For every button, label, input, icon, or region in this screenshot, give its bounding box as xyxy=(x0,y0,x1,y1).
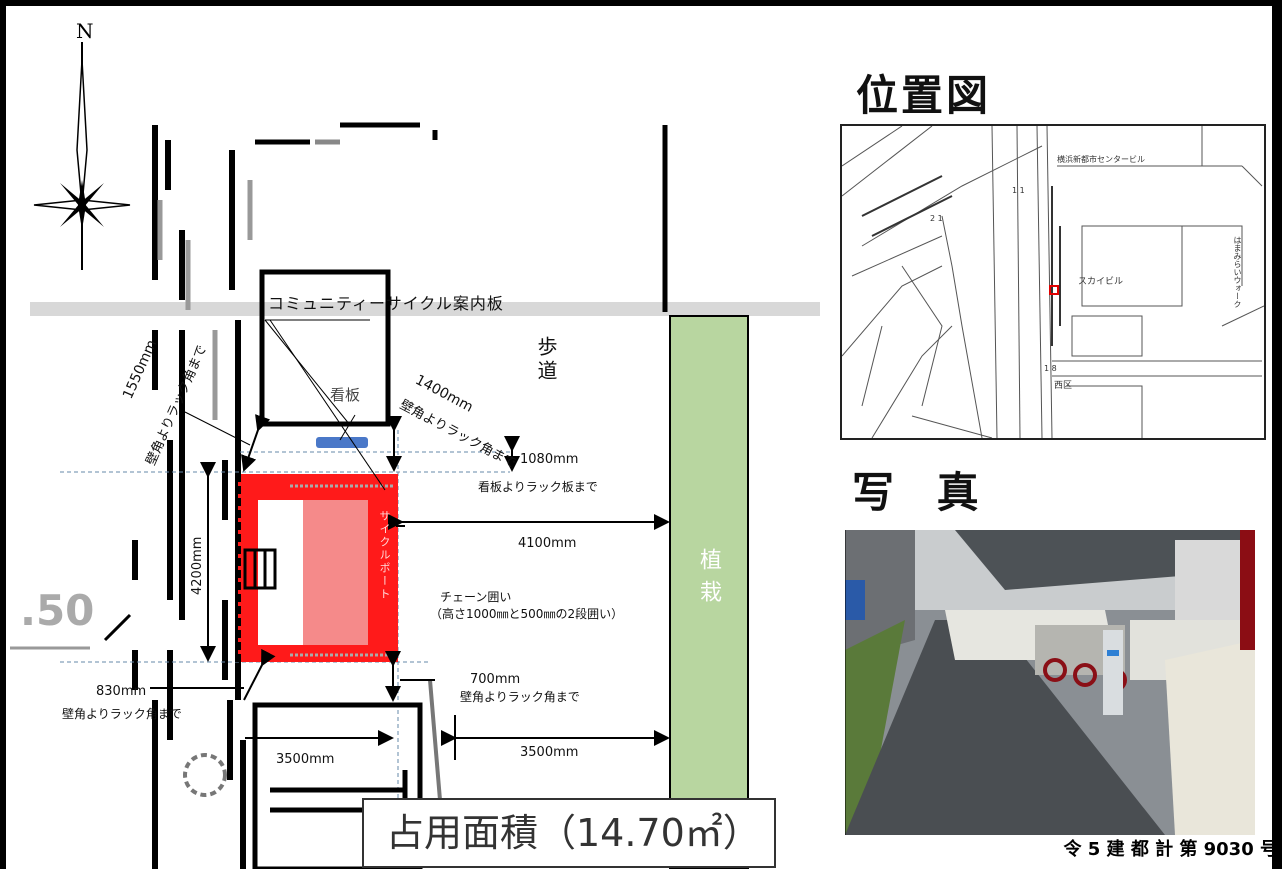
dim-830: 830mm xyxy=(96,684,147,699)
north-label: N xyxy=(76,19,94,43)
location-map: 横浜新都市センタービル スカイビル 西区 はまみらいウォーク 1 1 2 1 1… xyxy=(840,124,1266,440)
reference-number: 令 5 建 都 計 第 9030 号 xyxy=(1063,839,1279,860)
photo-title: 写 真 xyxy=(852,468,993,517)
map-label-street: はまみらいウォーク xyxy=(1233,236,1242,308)
signboard-label: コミュニティーサイクル案内板 xyxy=(268,294,504,313)
map-label-sky-building: スカイビル xyxy=(1078,277,1124,287)
port-label: サイクルポート xyxy=(378,510,391,601)
road-band xyxy=(30,302,820,316)
location-marker-icon xyxy=(1049,285,1059,295)
site-photo-image xyxy=(844,530,1255,835)
map-label-num2: 2 1 xyxy=(930,214,943,223)
location-map-drawing xyxy=(841,125,1265,439)
site-plan: N .50 xyxy=(10,19,820,869)
chain-line2: （高さ1000㎜と500㎜の2段囲い） xyxy=(430,607,624,621)
faded-text: .50 xyxy=(20,586,94,635)
dim-700-note: 壁角よりラック角まで xyxy=(460,690,580,704)
signboard-building xyxy=(259,269,391,427)
sign-bar xyxy=(316,437,368,448)
dim-830-note: 壁角よりラック角まで xyxy=(62,707,182,721)
site-photo xyxy=(844,530,1255,835)
occupied-area-box: 占用面積（14.70㎡） xyxy=(362,798,776,868)
dim-700: 700mm xyxy=(470,672,521,687)
dim-3500-right: 3500mm xyxy=(520,745,579,760)
dim-4200: 4200mm xyxy=(190,536,205,595)
map-label-ward: 西区 xyxy=(1054,381,1073,391)
chain-line1: チェーン囲い xyxy=(440,590,512,604)
north-arrow-icon xyxy=(33,42,131,270)
dim-3500-left: 3500mm xyxy=(276,752,335,767)
sign-label: 看板 xyxy=(330,386,361,404)
map-label-num3: 1 8 xyxy=(1044,364,1057,373)
planting-strip xyxy=(669,315,749,869)
planting-label: 植栽 xyxy=(696,548,721,612)
left-wall-lines xyxy=(132,125,246,869)
dim-4100: 4100mm xyxy=(518,536,577,551)
location-map-title: 位置図 xyxy=(856,71,992,120)
dim-1080: 1080mm xyxy=(520,452,579,467)
map-label-num1: 1 1 xyxy=(1012,186,1025,195)
dim-1080-note: 看板よりラック板まで xyxy=(478,480,598,494)
map-label-center-building: 横浜新都市センタービル xyxy=(1057,155,1145,164)
sidewalk-label: 歩道 xyxy=(534,336,558,384)
